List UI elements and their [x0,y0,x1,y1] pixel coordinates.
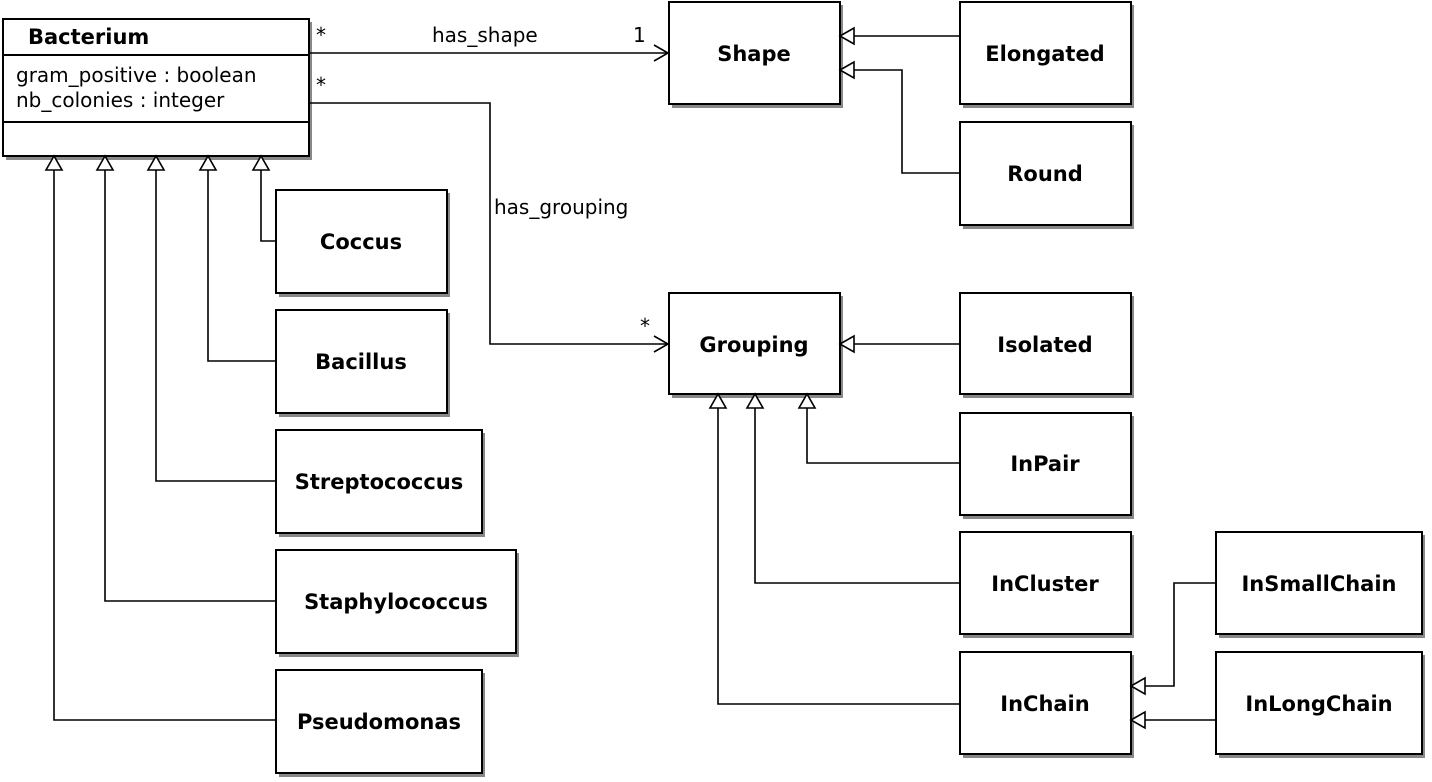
association-has-shape-label: has_shape [432,23,538,47]
inheritance-arrow-staphylococcus [95,154,115,171]
class-isolated-name: Isolated [997,333,1092,357]
association-has-grouping[interactable]: has_grouping * * [309,73,670,353]
attribute-nb-colonies: nb_colonies : integer [16,88,225,112]
attribute-gram-positive: gram_positive : boolean [16,63,257,87]
class-round-name: Round [1007,162,1083,186]
inheritance-arrow-round [838,60,855,80]
class-shape[interactable]: Shape [668,1,843,108]
class-inpair[interactable]: InPair [959,412,1134,519]
class-bacterium-name: Bacterium [28,25,149,49]
multiplicity-has-shape-source: * [316,23,326,47]
multiplicity-has-grouping-target: * [640,314,650,338]
class-coccus-name: Coccus [320,230,402,254]
inheritance-arrow-isolated [838,334,855,354]
multiplicity-has-grouping-source: * [316,73,326,97]
class-inchain-name: InChain [1000,692,1089,716]
generalization-bacterium [44,154,276,721]
class-shape-name: Shape [717,42,791,66]
class-insmallchain-name: InSmallChain [1241,572,1396,596]
inheritance-arrow-inchain [708,392,728,409]
class-insmallchain[interactable]: InSmallChain [1215,531,1425,638]
class-streptococcus[interactable]: Streptococcus [275,429,485,537]
inheritance-arrow-pseudomonas [44,154,64,171]
inheritance-arrow-incluster [745,392,765,409]
association-has-grouping-label: has_grouping [494,195,628,219]
class-staphylococcus-name: Staphylococcus [304,590,488,614]
class-streptococcus-name: Streptococcus [295,470,463,494]
class-bacterium[interactable]: Bacterium gram_positive : boolean nb_col… [2,18,312,160]
multiplicity-has-shape-target: 1 [633,23,646,47]
class-bacillus-name: Bacillus [315,350,407,374]
class-inlongchain[interactable]: InLongChain [1215,651,1425,758]
class-pseudomonas-name: Pseudomonas [297,710,461,734]
generalization-grouping [708,334,960,705]
class-inpair-name: InPair [1010,452,1080,476]
inheritance-arrow-insmallchain [1129,676,1146,696]
class-coccus[interactable]: Coccus [275,189,450,297]
inheritance-arrow-elongated [838,26,855,46]
inheritance-arrow-coccus [251,154,271,171]
class-inlongchain-name: InLongChain [1245,692,1392,716]
class-bacillus[interactable]: Bacillus [275,309,450,417]
class-grouping-name: Grouping [699,333,808,357]
class-elongated-name: Elongated [985,42,1104,66]
class-round[interactable]: Round [959,121,1134,229]
inheritance-arrow-inlongchain [1129,710,1146,730]
class-inchain[interactable]: InChain [959,651,1134,758]
inheritance-arrow-inpair [797,392,817,409]
class-pseudomonas[interactable]: Pseudomonas [275,669,485,777]
inheritance-arrow-streptococcus [146,154,166,171]
generalization-inchain [1129,582,1216,730]
association-has-shape[interactable]: has_shape * 1 [309,23,670,62]
class-staphylococcus[interactable]: Staphylococcus [275,549,519,657]
class-grouping[interactable]: Grouping [668,292,843,398]
inheritance-arrow-bacillus [198,154,218,171]
class-isolated[interactable]: Isolated [959,292,1134,398]
generalization-shape [838,26,960,174]
class-incluster-name: InCluster [991,572,1099,596]
class-elongated[interactable]: Elongated [959,1,1134,108]
class-incluster[interactable]: InCluster [959,531,1134,638]
